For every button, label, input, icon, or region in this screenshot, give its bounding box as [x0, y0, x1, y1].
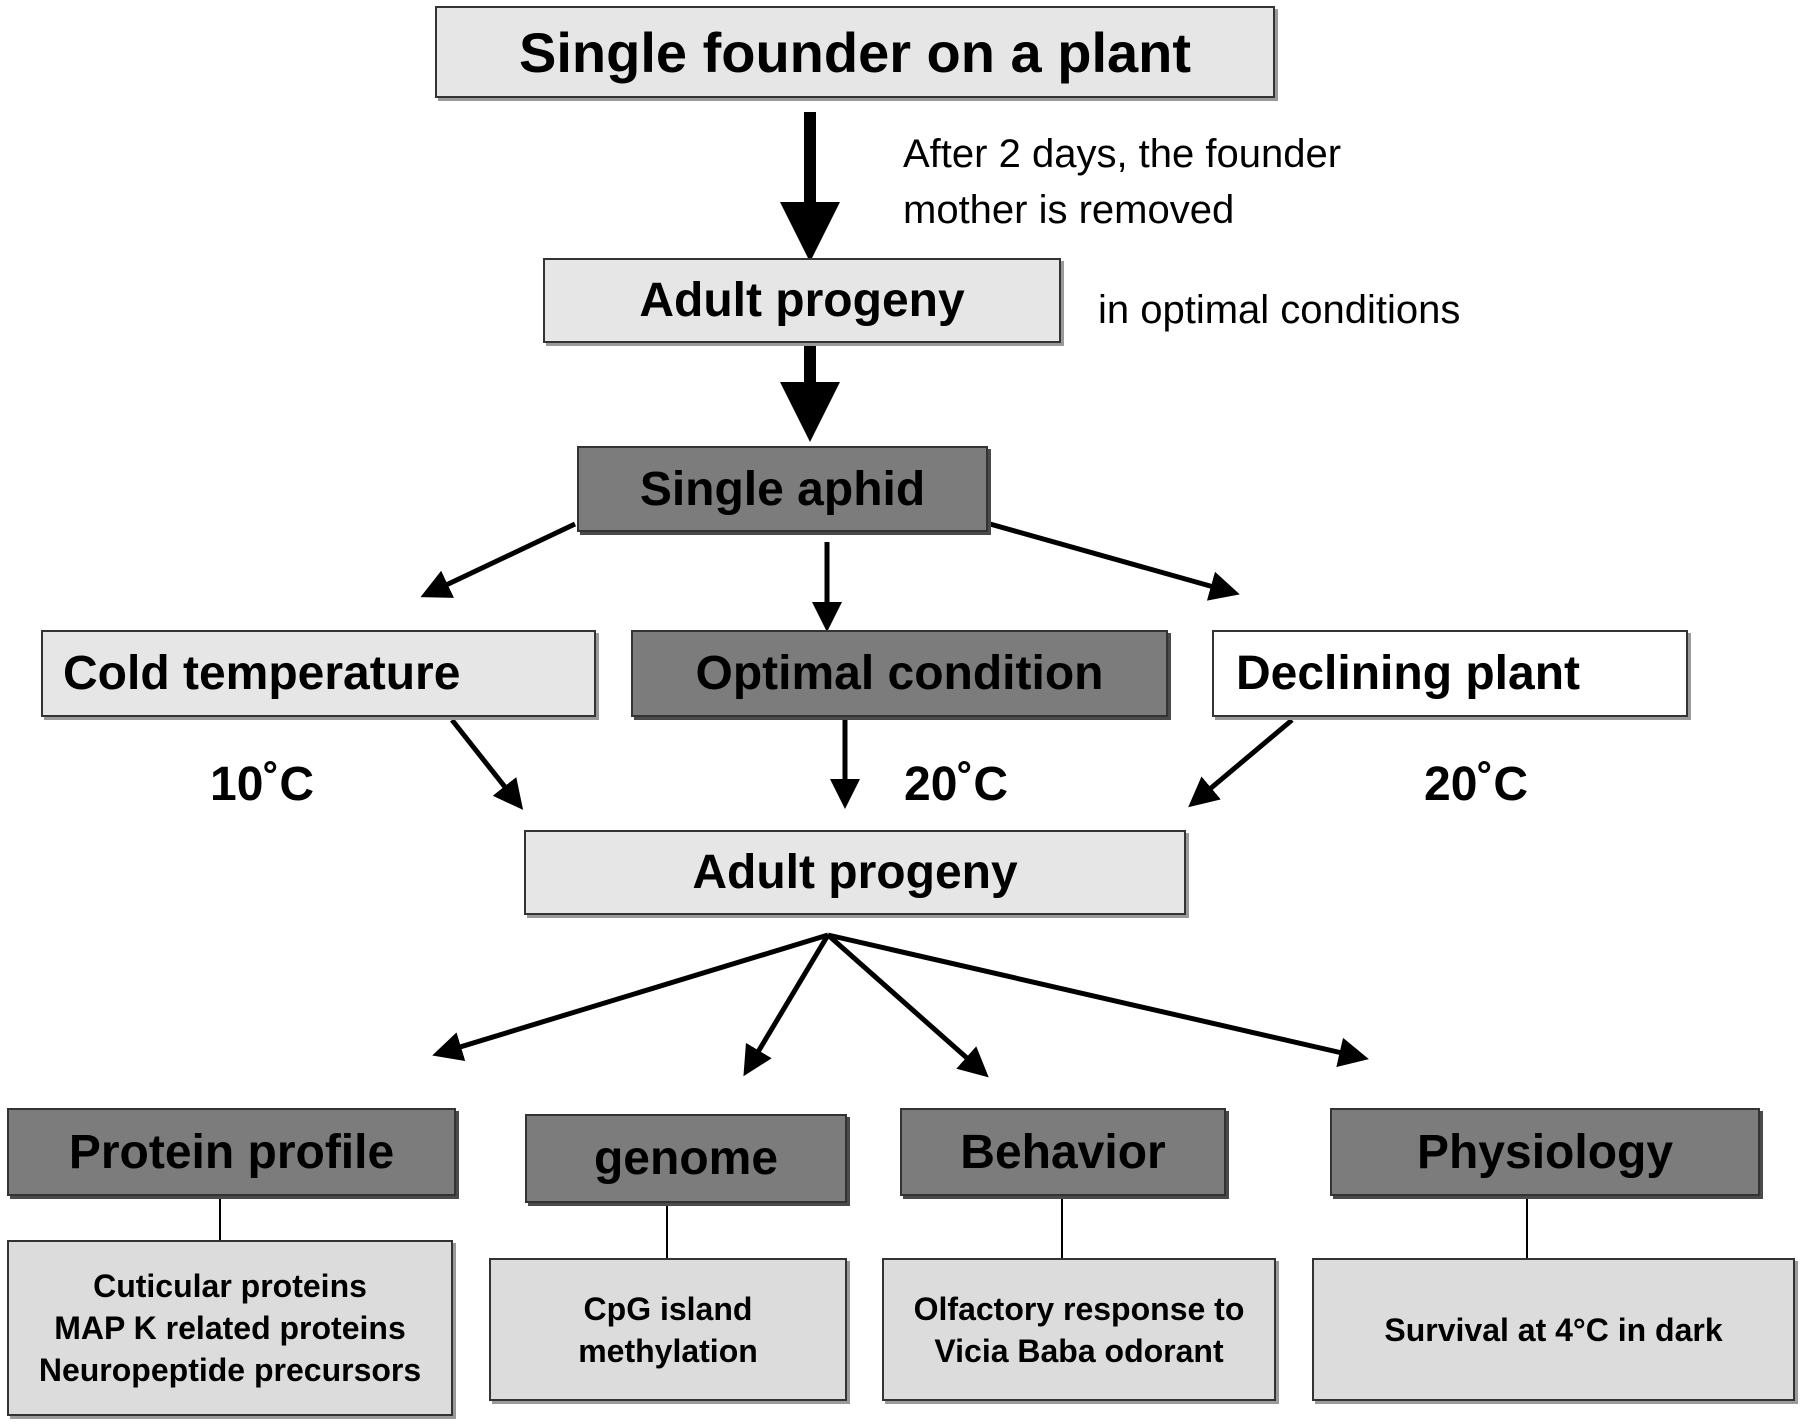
- condition-declining-box: Declining plant: [1212, 630, 1688, 717]
- temp-optimal: 20˚C: [904, 758, 1009, 811]
- founder-box: Single founder on a plant: [435, 6, 1275, 98]
- temp-declining: 20˚C: [1424, 758, 1529, 811]
- detail-protein-profile: Cuticular proteins MAP K related protein…: [7, 1240, 453, 1416]
- arrow-progeny-to-genome: [743, 933, 831, 1077]
- arrow-progeny-to-protein: [432, 932, 829, 1062]
- analysis-physiology: Physiology: [1330, 1108, 1760, 1196]
- arrow-progeny-to-behavior: [826, 933, 989, 1078]
- arrow-aphid-to-cold: [420, 521, 577, 598]
- analysis-genome: genome: [525, 1114, 847, 1203]
- single-aphid-box: Single aphid: [577, 446, 988, 532]
- detail-physiology: Survival at 4°C in dark: [1312, 1258, 1795, 1401]
- temp-cold: 10˚C: [210, 758, 315, 811]
- arrow-progeny-to-physiology: [827, 932, 1369, 1068]
- arrow-declining-to-progeny: [1188, 718, 1294, 808]
- optimal-conditions-note: in optimal conditions: [1098, 288, 1461, 332]
- detail-behavior: Olfactory response to Vicia Baba odorant: [882, 1258, 1276, 1401]
- condition-cold-box: Cold temperature: [41, 630, 596, 717]
- detail-genome: CpG island methylation: [489, 1258, 847, 1401]
- analysis-behavior: Behavior: [900, 1108, 1226, 1196]
- condition-optimal-box: Optimal condition: [631, 630, 1168, 717]
- arrow-cold-to-progeny: [450, 718, 524, 810]
- arrow-aphid-to-declining: [989, 521, 1240, 601]
- adult-progeny-box-1: Adult progeny: [543, 258, 1061, 343]
- adult-progeny-box-2: Adult progeny: [524, 830, 1186, 915]
- analysis-protein-profile: Protein profile: [7, 1108, 456, 1196]
- founder-removal-note: After 2 days, the founder mother is remo…: [903, 132, 1342, 232]
